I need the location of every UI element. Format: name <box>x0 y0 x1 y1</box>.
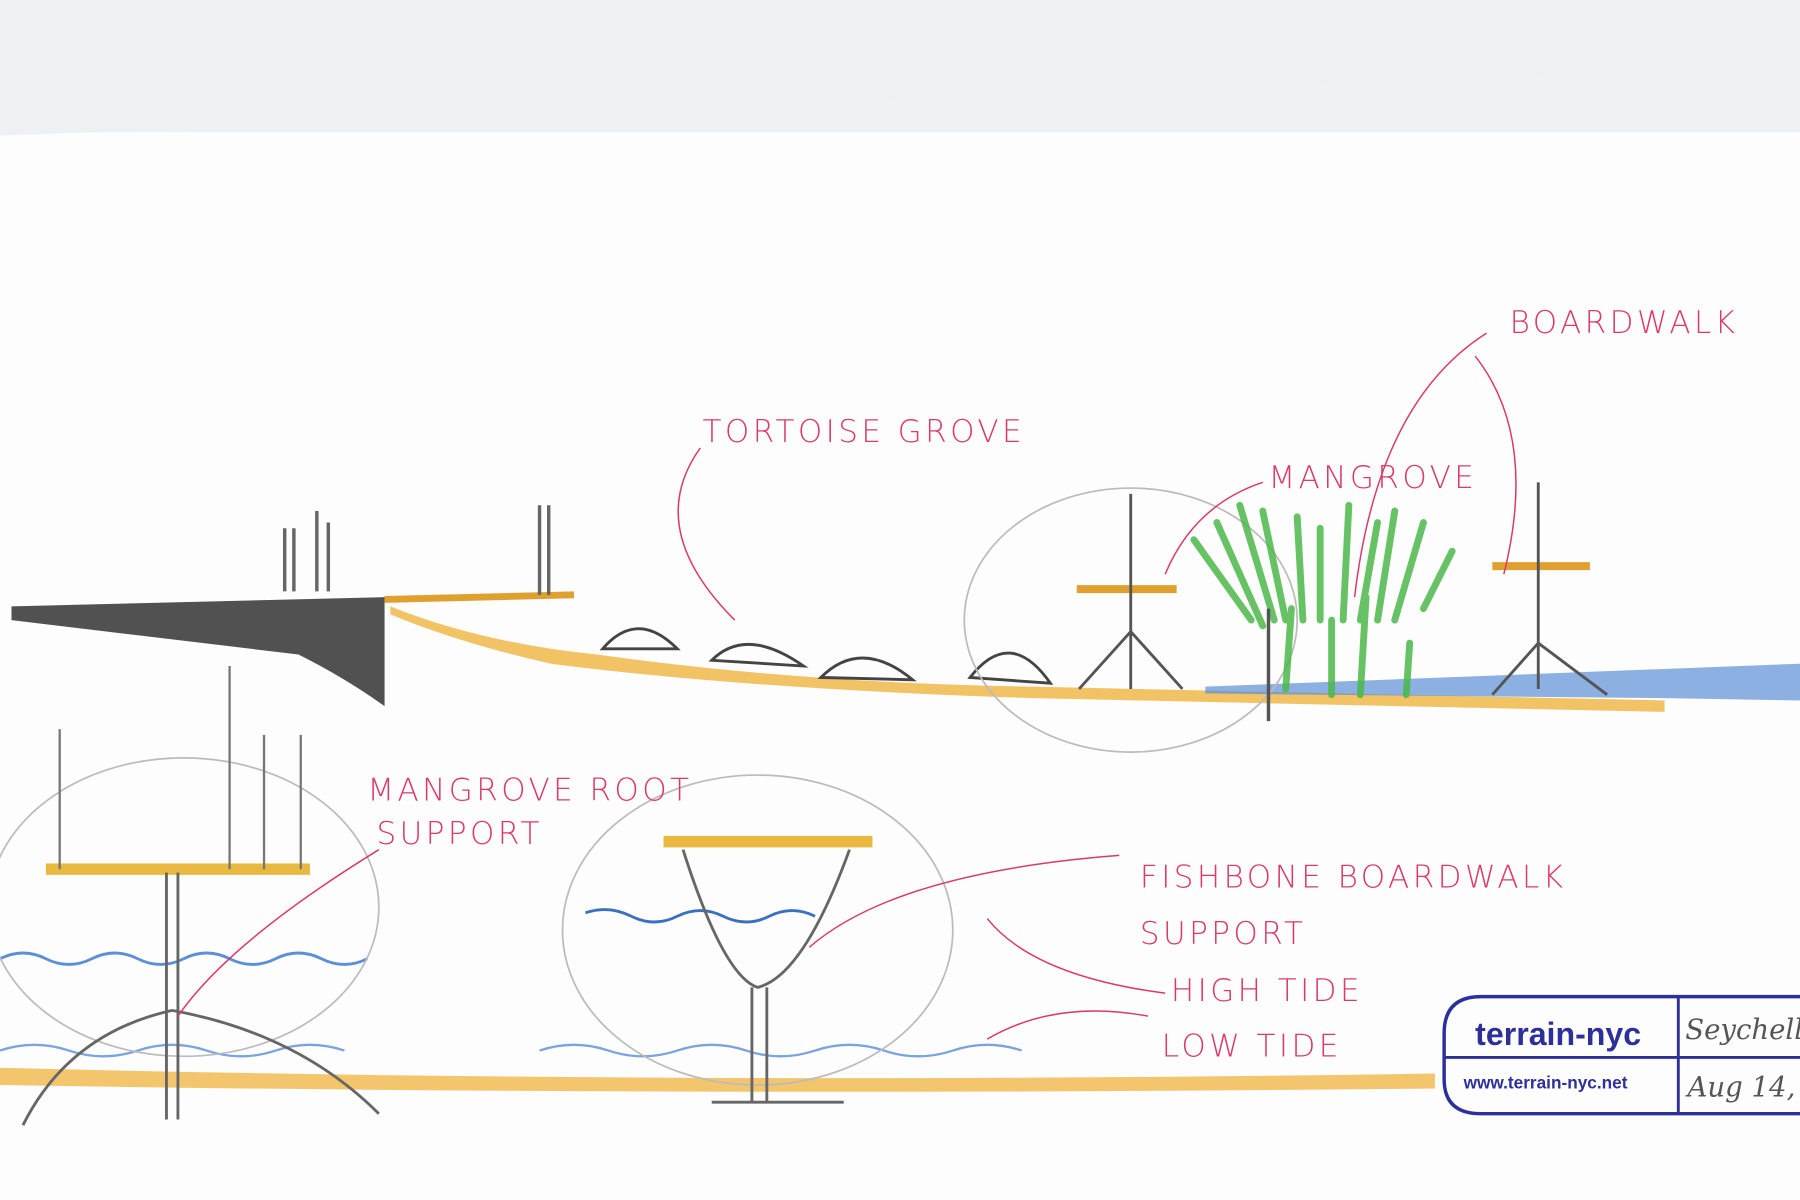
label-boardwalk: BOARDWALK <box>1510 305 1739 341</box>
label-fishbone-support: SUPPORT <box>1140 916 1306 952</box>
label-mangrove: MANGROVE <box>1268 460 1477 496</box>
label-mangrove-root: MANGROVE ROOT <box>367 772 692 808</box>
seawall <box>11 597 385 707</box>
upper-section <box>11 482 1800 753</box>
label-mangrove-root-support: SUPPORT <box>377 816 543 852</box>
stamp-name: terrain-nyc <box>1475 1016 1641 1052</box>
sand-lower <box>0 1067 1435 1092</box>
high-tide-wave-left <box>0 951 368 966</box>
terrain-nyc-stamp: terrain-nyc www.terrain-nyc.net Seychell… <box>1442 994 1800 1116</box>
tortoise-icons <box>599 627 1054 685</box>
low-tide-waves <box>0 1043 1023 1058</box>
label-fishbone-boardwalk: FISHBONE BOARDWALK <box>1140 860 1567 896</box>
stamp-location: Seychelles <box>1685 1014 1800 1046</box>
people-figures <box>282 505 551 595</box>
sand-slope <box>390 606 1665 712</box>
high-tide-wave-mid <box>584 908 816 924</box>
label-tortoise-grove: TORTOISE GROVE <box>703 414 1026 450</box>
label-low-tide: LOW TIDE <box>1162 1028 1342 1064</box>
stamp-date: Aug 14, 201 <box>1685 1071 1800 1103</box>
stamp-url: www.terrain-nyc.net <box>1463 1072 1628 1092</box>
boardwalk-deck-1 <box>384 591 575 603</box>
label-high-tide: HIGH TIDE <box>1171 973 1363 1009</box>
mangrove-plants <box>1190 501 1456 699</box>
lower-section <box>0 332 1517 1126</box>
